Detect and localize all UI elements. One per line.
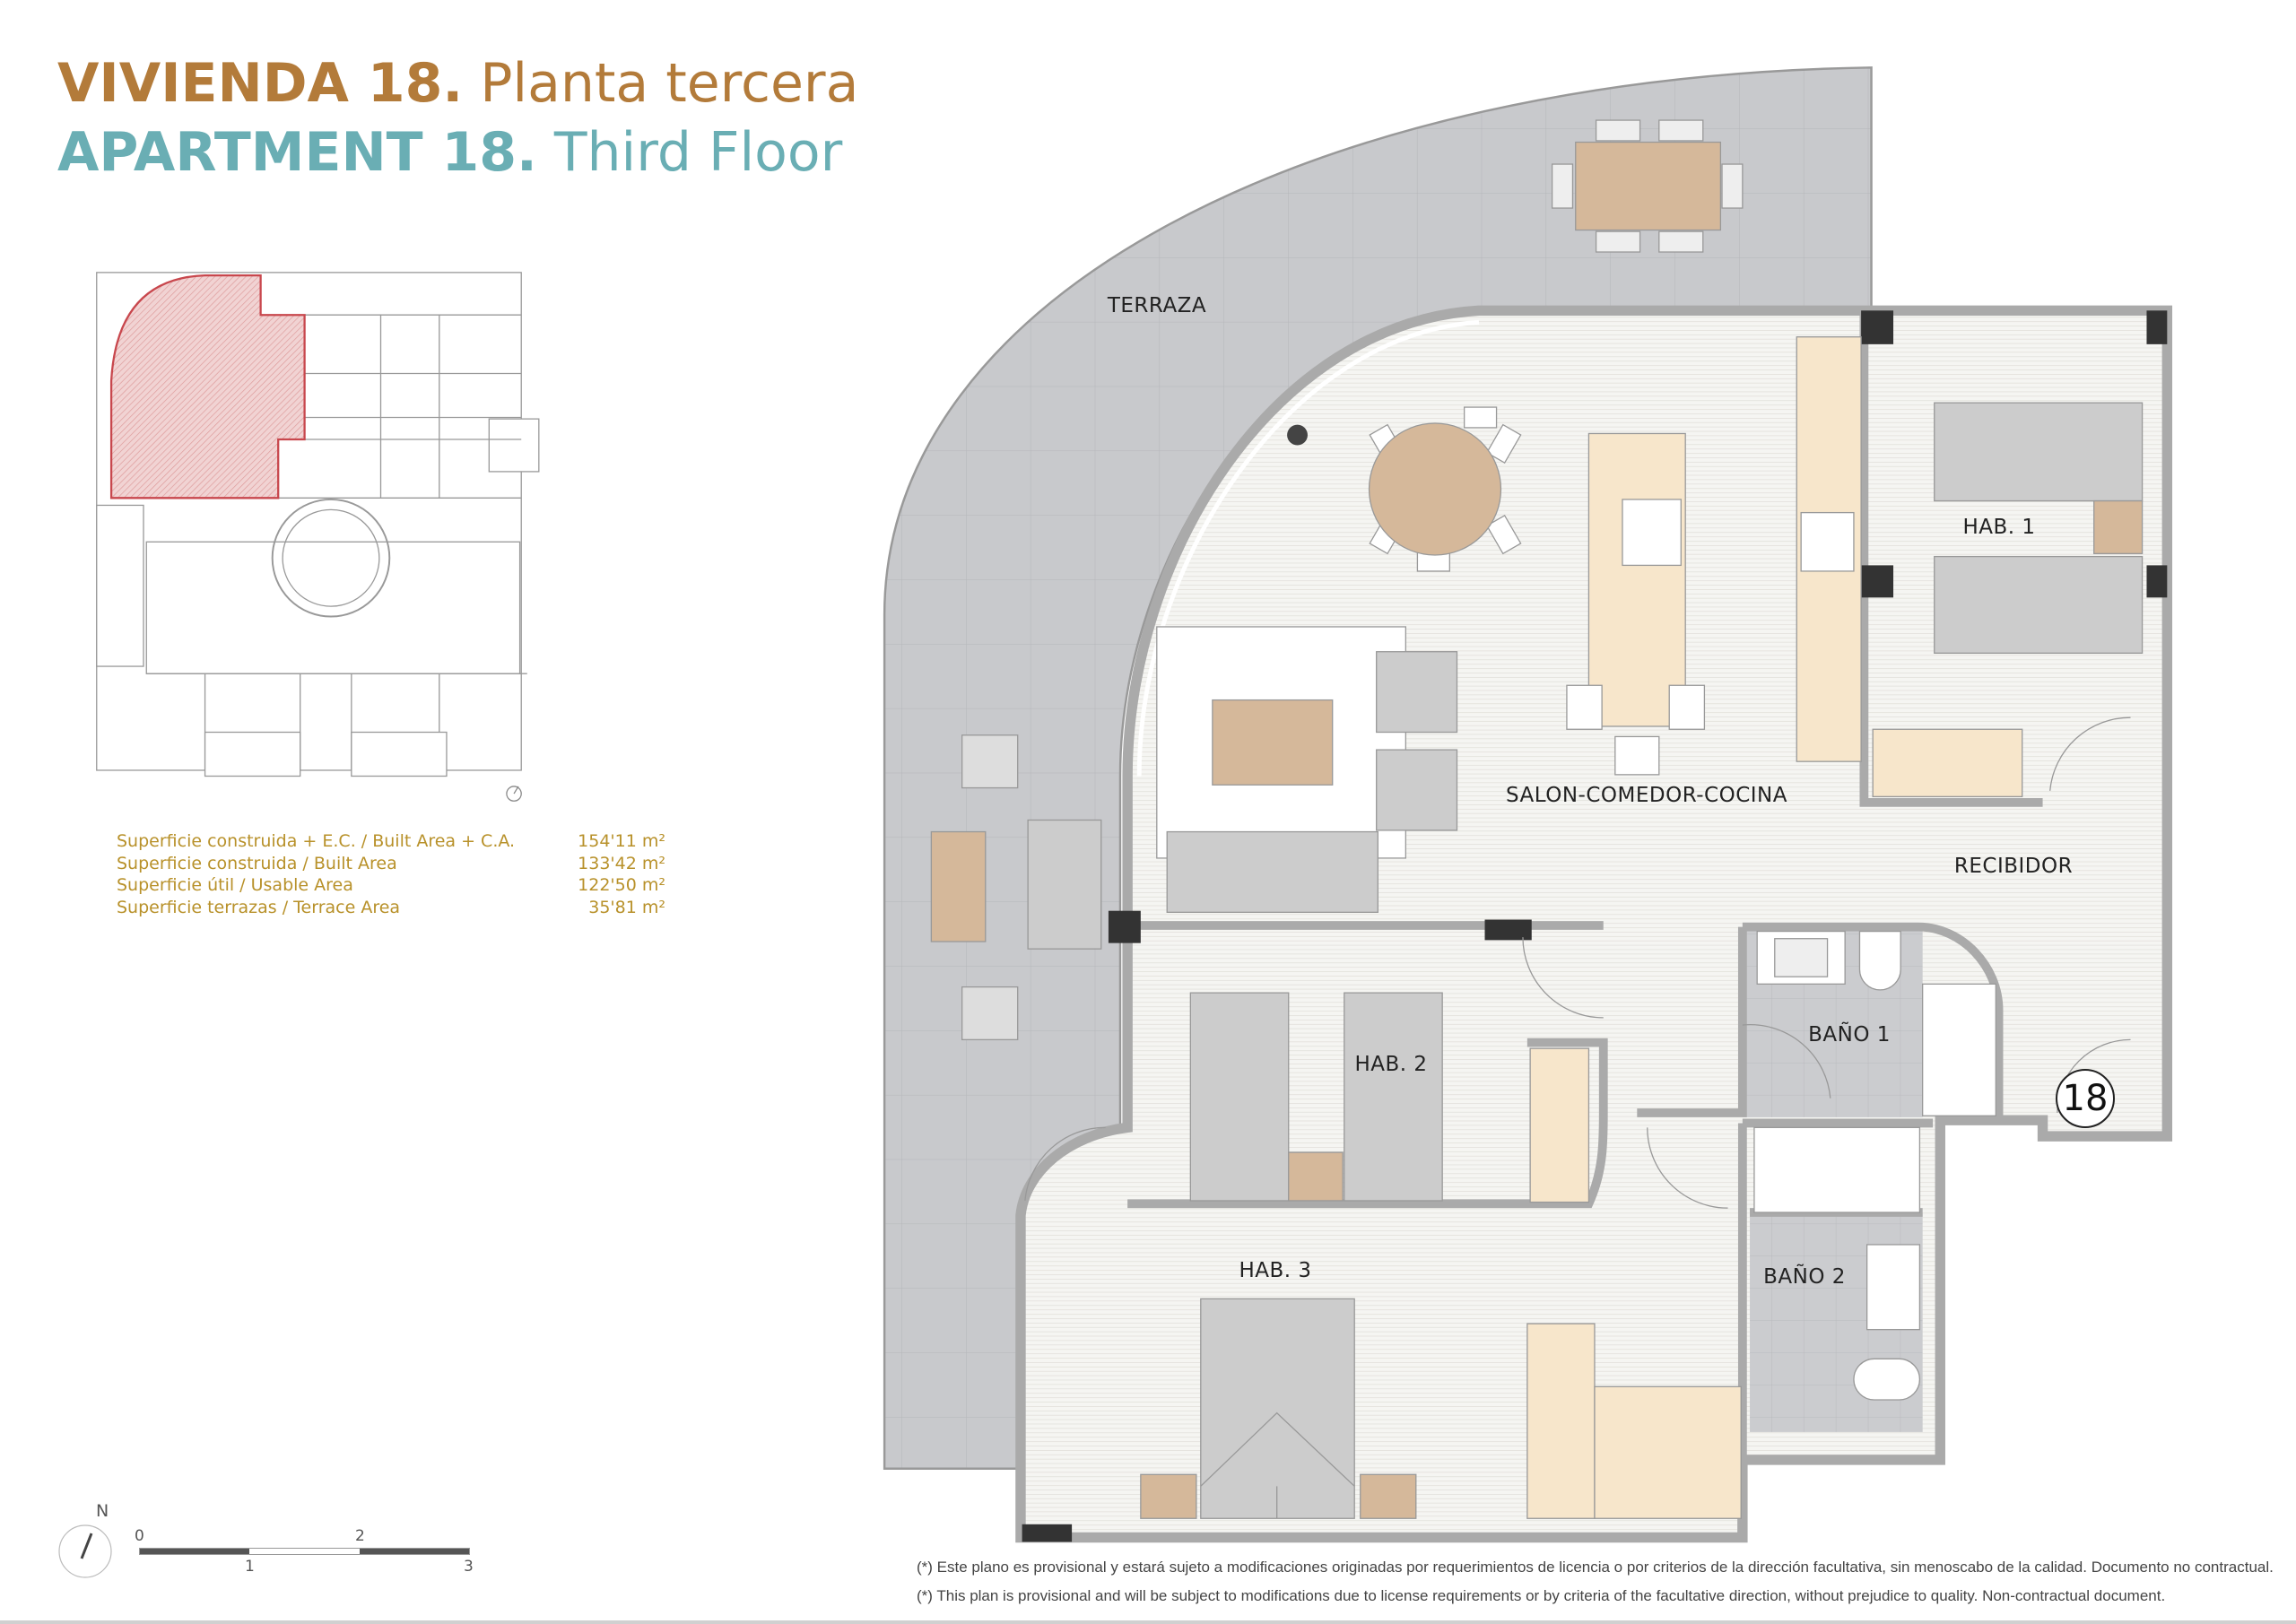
- area-value: 154'11 m²: [578, 831, 665, 851]
- coffee-table: [1212, 699, 1334, 786]
- title-es-bold: VIVIENDA 18.: [57, 52, 464, 115]
- area-value: 133'42 m²: [578, 853, 665, 873]
- scale-tick: 1: [245, 1558, 255, 1576]
- room-label-terraza: TERRAZA: [1107, 294, 1207, 317]
- area-row: Superficie útil / Usable Area 122'50 m²: [117, 874, 665, 897]
- round-dining-table: [1368, 422, 1502, 556]
- bedroom-furniture: [1140, 402, 2144, 1519]
- key-plan-highlight: [109, 274, 306, 499]
- area-row: Superficie terrazas / Terrace Area 35'81 …: [117, 897, 665, 919]
- disclaimer-es: (*) Este plano es provisional y estará s…: [917, 1559, 2274, 1576]
- unit-number-badge: 18: [2056, 1069, 2115, 1128]
- area-label: Superficie construida / Built Area: [117, 853, 397, 873]
- sofa: [1166, 830, 1378, 913]
- living-furniture: [1156, 336, 1862, 913]
- room-label-hab2: HAB. 2: [1354, 1053, 1428, 1076]
- title-english: APARTMENT 18. Third Floor: [57, 121, 842, 184]
- areas-table: Superficie construida + E.C. / Built Are…: [117, 830, 665, 918]
- area-label: Superficie terrazas / Terrace Area: [117, 897, 401, 917]
- compass-north-label: N: [96, 1501, 109, 1521]
- columns: [1022, 310, 2168, 1542]
- room-label-bano2: BAÑO 2: [1763, 1265, 1846, 1289]
- room-label-recibidor: RECIBIDOR: [1953, 855, 2074, 878]
- title-en-light: Third Floor: [553, 121, 843, 184]
- key-plan: [96, 272, 540, 802]
- area-label: Superficie útil / Usable Area: [117, 875, 353, 895]
- room-label-bano1: BAÑO 1: [1808, 1023, 1891, 1046]
- scale-tick: 0: [135, 1527, 144, 1545]
- room-label-salon: SALON-COMEDOR-COCINA: [1505, 784, 1788, 807]
- title-es-light: Planta tercera: [480, 52, 859, 115]
- north-compass-icon: [58, 1524, 112, 1578]
- area-label: Superficie construida + E.C. / Built Are…: [117, 831, 516, 851]
- title-en-bold: APARTMENT 18.: [57, 121, 537, 184]
- room-label-hab3: HAB. 3: [1239, 1259, 1312, 1282]
- disclaimer-en: (*) This plan is provisional and will be…: [917, 1587, 2166, 1604]
- scale-tick: 2: [355, 1527, 365, 1545]
- title-spanish: VIVIENDA 18. Planta tercera: [57, 52, 858, 115]
- bathroom-fixtures: [1753, 930, 1996, 1401]
- area-value: 35'81 m²: [588, 897, 665, 917]
- terrace-furniture: [930, 119, 1744, 1041]
- area-value: 122'50 m²: [578, 875, 665, 895]
- room-label-hab1: HAB. 1: [1962, 516, 2036, 539]
- column-round: [1287, 424, 1308, 446]
- scale-bar: [139, 1548, 470, 1555]
- scale-tick: 3: [464, 1558, 474, 1576]
- area-row: Superficie construida + E.C. / Built Are…: [117, 830, 665, 853]
- area-row: Superficie construida / Built Area 133'42…: [117, 853, 665, 875]
